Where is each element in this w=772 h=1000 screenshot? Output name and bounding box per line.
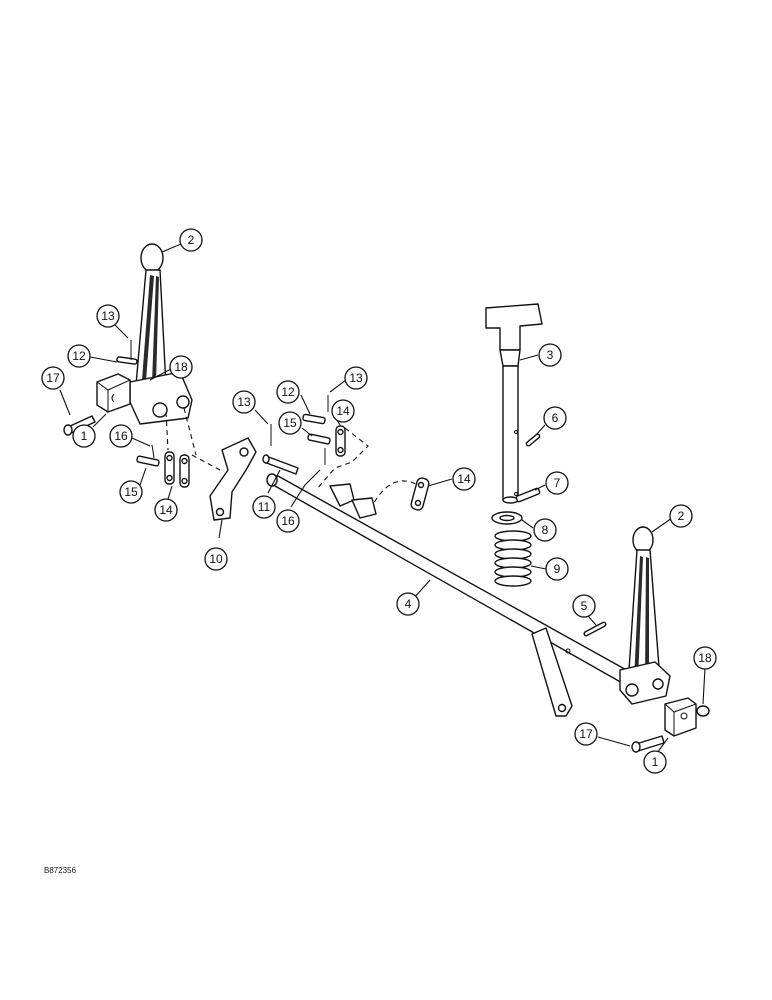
center-dashed-guide xyxy=(315,427,419,511)
callout-18-left: 18 xyxy=(169,355,193,379)
link-14-right xyxy=(410,477,430,511)
callout-label: 3 xyxy=(547,348,554,362)
callout-5: 5 xyxy=(572,594,596,618)
right-shift-lever xyxy=(627,526,661,691)
callout-12-left: 12 xyxy=(67,344,91,368)
left-pin-15 xyxy=(136,455,160,467)
callout-13-left: 13 xyxy=(96,304,120,328)
callout-label: 17 xyxy=(579,727,593,741)
leader-lines xyxy=(59,243,706,754)
callout-label: 14 xyxy=(336,404,350,418)
callout-label: 16 xyxy=(281,514,295,528)
callout-7: 7 xyxy=(545,471,569,495)
washer-8 xyxy=(491,511,523,525)
drawing-number: B872356 xyxy=(44,866,77,875)
callout-label: 17 xyxy=(46,371,60,385)
callout-label: 12 xyxy=(72,349,86,363)
callout-11: 11 xyxy=(252,495,276,519)
callout-15-left: 15 xyxy=(119,480,143,504)
callout-15-center: 15 xyxy=(278,411,302,435)
callout-label: 18 xyxy=(698,651,712,665)
left-cotter-16 xyxy=(151,444,155,459)
callout-label: 14 xyxy=(457,472,471,486)
callout-label: 6 xyxy=(552,411,559,425)
callout-4: 4 xyxy=(396,592,420,616)
callout-label: 13 xyxy=(237,395,251,409)
callout-label: 12 xyxy=(281,385,295,399)
callout-label: 13 xyxy=(349,371,363,385)
link-14-center xyxy=(335,425,346,457)
callout-label: 11 xyxy=(258,500,271,514)
callout-14-right: 14 xyxy=(452,467,476,491)
left-link-dashed-guide xyxy=(165,407,221,471)
callout-1-right: 1 xyxy=(643,750,667,774)
bellcrank-10 xyxy=(209,437,257,521)
pin-7 xyxy=(515,487,541,503)
callout-label: 15 xyxy=(283,416,297,430)
callout-17-left: 17 xyxy=(41,366,65,390)
callout-16-center: 16 xyxy=(276,509,300,533)
callout-label: 4 xyxy=(405,597,412,611)
callout-label: 13 xyxy=(101,309,115,323)
callout-label: 5 xyxy=(581,599,588,613)
left-link-14a xyxy=(164,451,175,485)
callout-label: 2 xyxy=(188,233,195,247)
callout-label: 1 xyxy=(652,755,659,769)
callout-14-center: 14 xyxy=(331,399,355,423)
callout-18-right: 18 xyxy=(693,646,717,670)
callout-label: 14 xyxy=(159,503,173,517)
callout-label: 10 xyxy=(209,552,223,566)
callout-label: 9 xyxy=(554,562,561,576)
callout-3: 3 xyxy=(538,343,562,367)
roll-pin-6 xyxy=(525,433,541,447)
callout-label: 7 xyxy=(554,476,561,490)
pin-12-center xyxy=(302,413,326,425)
pin-15-center xyxy=(307,433,331,445)
left-shift-lever xyxy=(135,243,167,393)
left-pivot-block xyxy=(96,373,131,413)
callout-17-right: 17 xyxy=(574,722,598,746)
left-lever-hub xyxy=(129,371,193,425)
right-lever-hub xyxy=(619,661,671,705)
callout-label: 18 xyxy=(174,360,188,374)
cross-shaft-4 xyxy=(266,473,633,717)
callout-2-left-lever: 2 xyxy=(179,228,203,252)
spring-9 xyxy=(494,530,532,587)
callout-1-left: 1 xyxy=(72,424,96,448)
callout-13-center: 13 xyxy=(232,390,256,414)
callout-label: 1 xyxy=(81,429,88,443)
left-pin-12 xyxy=(116,356,138,365)
callout-label: 2 xyxy=(678,509,685,523)
callout-label: 15 xyxy=(124,485,138,499)
callout-8: 8 xyxy=(533,518,557,542)
callout-6: 6 xyxy=(543,406,567,430)
callout-label: 16 xyxy=(114,429,128,443)
roll-pin-5 xyxy=(583,621,607,637)
callout-label: 8 xyxy=(542,523,549,537)
right-pivot-block xyxy=(664,697,697,737)
left-link-14b xyxy=(179,454,190,488)
shift-rod-3 xyxy=(485,303,543,504)
callout-16-left: 16 xyxy=(109,424,133,448)
callout-2-right-lever: 2 xyxy=(669,504,693,528)
callout-9: 9 xyxy=(545,557,569,581)
callout-14-left: 14 xyxy=(154,498,178,522)
callout-10: 10 xyxy=(204,547,228,571)
pin-11 xyxy=(262,454,299,475)
left-bolt-17 xyxy=(63,415,96,436)
callout-12-center: 12 xyxy=(276,380,300,404)
callout-13-top: 13 xyxy=(344,366,368,390)
right-nut-18 xyxy=(696,705,710,717)
